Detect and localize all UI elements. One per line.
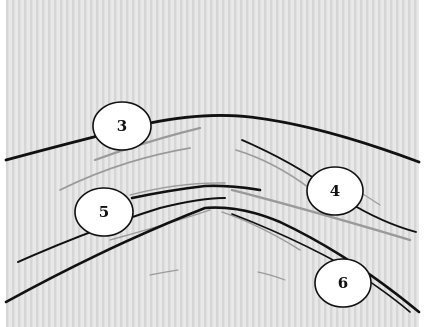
- marker-label: 3: [117, 117, 127, 135]
- marker-5: 5: [75, 188, 133, 236]
- marker-label: 5: [99, 203, 109, 221]
- marker-4: 4: [307, 167, 363, 215]
- marker-label: 6: [338, 274, 348, 292]
- marker-label: 4: [330, 182, 340, 200]
- marker-6: 6: [315, 259, 371, 307]
- marker-3: 3: [93, 102, 151, 150]
